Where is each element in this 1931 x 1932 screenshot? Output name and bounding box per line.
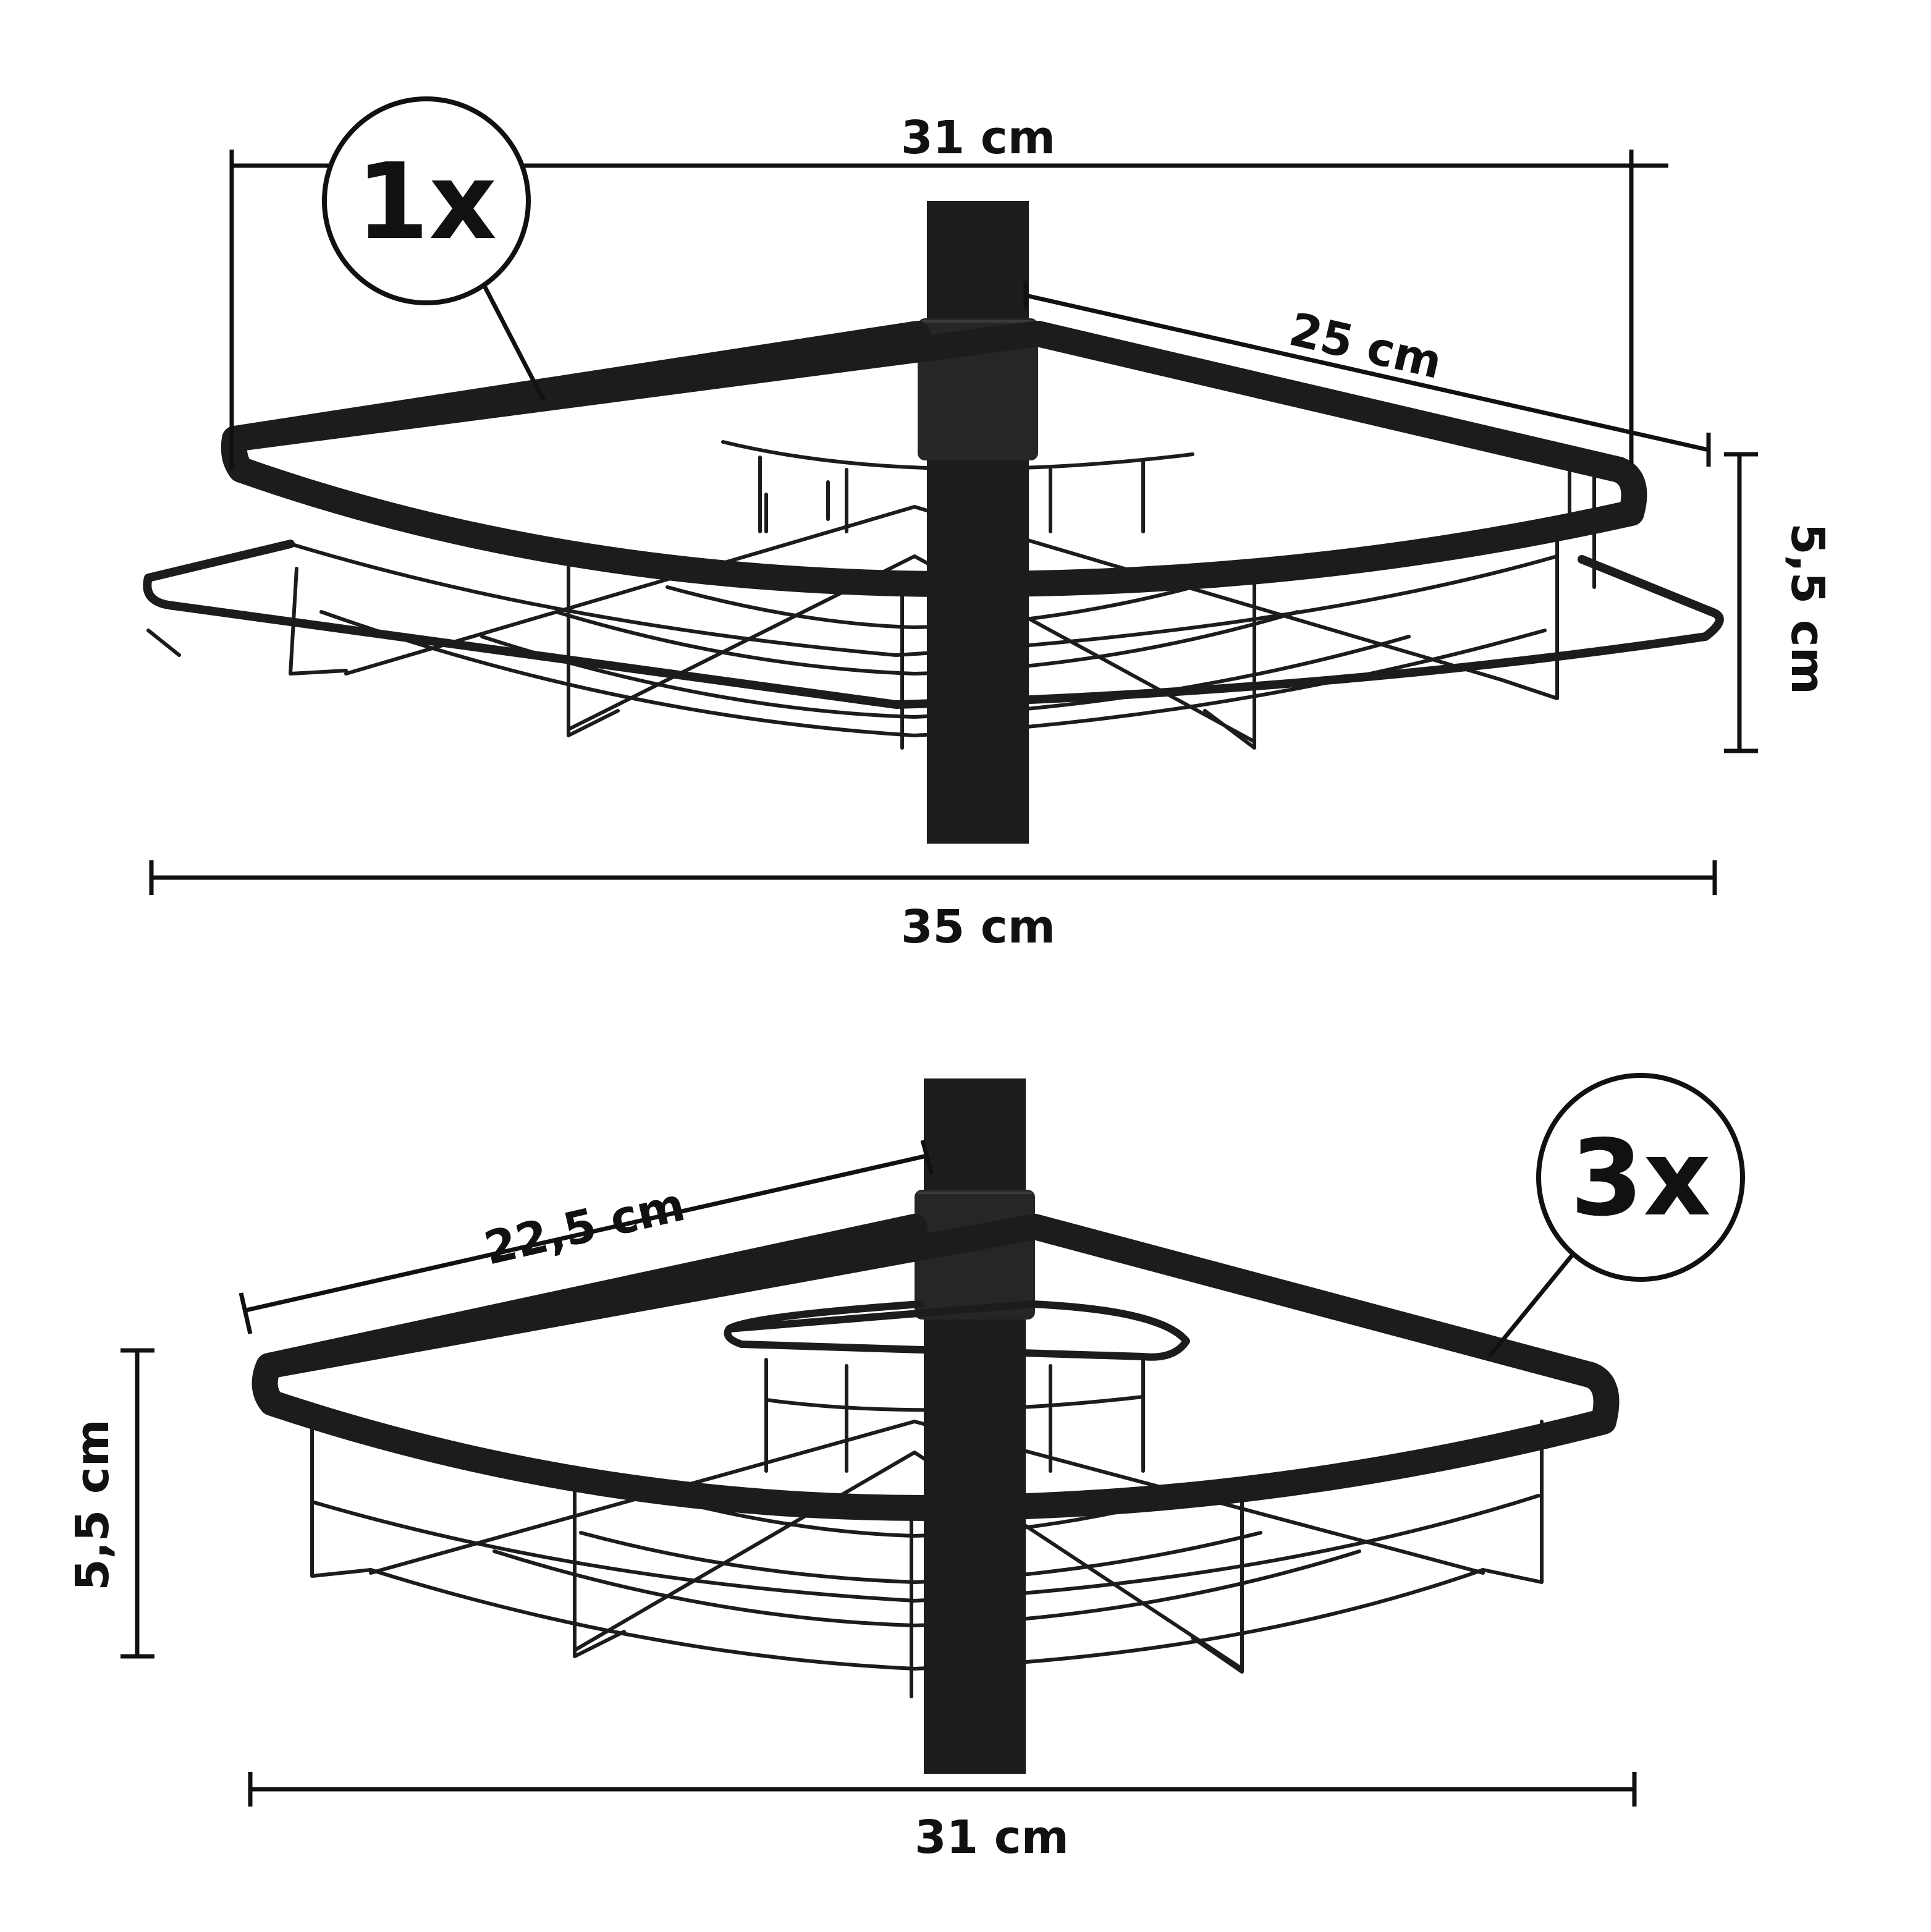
top-dimension-lines [149,150,1758,895]
top-quantity-label: 1x [356,141,497,263]
bottom-rim [251,1214,1620,1521]
bottom-quantity-label: 3x [1570,1117,1711,1240]
top-width-top-label: 31 cm [901,111,1055,164]
bottom-quantity-callout: 3x [1487,1073,1745,1358]
bottom-basket-wires [310,1358,1544,1698]
top-rim [221,321,1647,598]
bottom-width-bottom-label: 31 cm [915,1811,1069,1864]
bottom-inner-holder [724,1300,1190,1361]
top-corner-shelf [143,201,1724,844]
top-height-label: 5,5 cm [1781,523,1834,695]
bottom-dimension-lines [120,1140,1637,1807]
top-side-length-label: 25 cm [1285,303,1447,389]
top-quantity-callout: 1x [322,96,546,402]
bottom-height-label: 5,5 cm [66,1419,119,1591]
top-side-rail [143,540,1724,709]
bottom-side-length-label: 22,5 cm [480,1178,690,1276]
top-width-bottom-label: 35 cm [901,900,1055,954]
top-pole [927,201,1029,844]
bottom-corner-shelf [251,1078,1620,1774]
